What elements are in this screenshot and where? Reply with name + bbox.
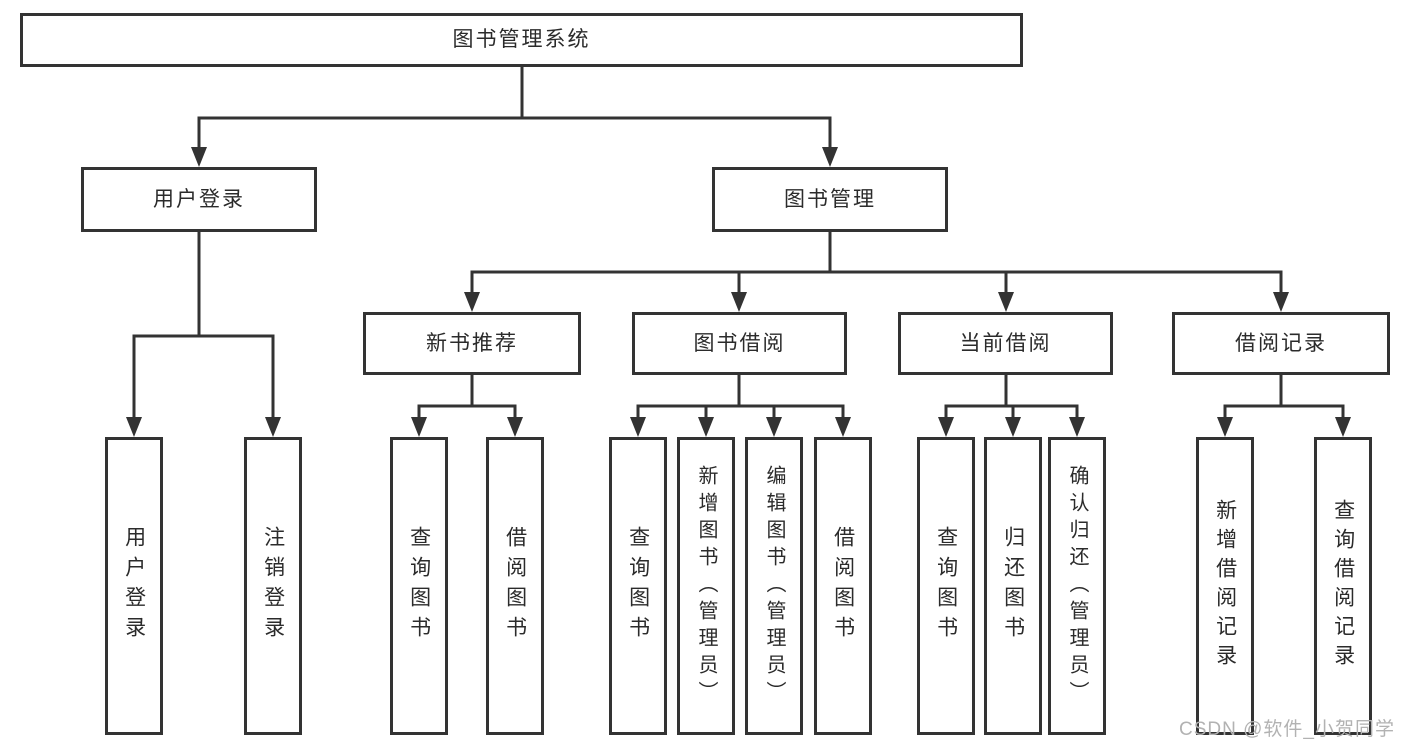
node-root-system: 图书管理系统 bbox=[20, 13, 1023, 67]
node-current-borrow: 当前借阅 bbox=[898, 312, 1113, 375]
connector-root-to-level2 bbox=[191, 67, 838, 167]
node-book-management: 图书管理 bbox=[712, 167, 948, 232]
node-leaf-newbook-query-book: 查询图书 bbox=[390, 437, 448, 735]
connector-borrow-records-to-leaves bbox=[1217, 374, 1351, 437]
connector-book-management-to-level3 bbox=[464, 231, 1289, 312]
node-leaf-logout: 注销登录 bbox=[244, 437, 302, 735]
csdn-watermark: CSDN @软件_小贺同学 bbox=[1179, 719, 1395, 740]
node-leaf-newbook-borrow-book: 借阅图书 bbox=[486, 437, 544, 735]
node-user-login: 用户登录 bbox=[81, 167, 317, 232]
node-new-book-recommend: 新书推荐 bbox=[363, 312, 581, 375]
node-leaf-borrow-edit-book-admin: 编辑图书（管理员） bbox=[745, 437, 803, 735]
node-leaf-current-return-book: 归还图书 bbox=[984, 437, 1042, 735]
node-book-borrow: 图书借阅 bbox=[632, 312, 847, 375]
node-leaf-borrow-query-book: 查询图书 bbox=[609, 437, 667, 735]
node-leaf-current-confirm-return-admin: 确认归还（管理员） bbox=[1048, 437, 1106, 735]
connector-new-book-to-leaves bbox=[411, 374, 523, 437]
node-leaf-records-add-record: 新增借阅记录 bbox=[1196, 437, 1254, 735]
connector-user-login-to-leaves bbox=[126, 231, 281, 437]
node-leaf-current-query-book: 查询图书 bbox=[917, 437, 975, 735]
node-leaf-borrow-add-book-admin: 新增图书（管理员） bbox=[677, 437, 735, 735]
node-leaf-user-login: 用户登录 bbox=[105, 437, 163, 735]
node-leaf-borrow-borrow-book: 借阅图书 bbox=[814, 437, 872, 735]
node-borrow-records: 借阅记录 bbox=[1172, 312, 1390, 375]
node-leaf-records-query-record: 查询借阅记录 bbox=[1314, 437, 1372, 735]
connector-book-borrow-to-leaves bbox=[630, 374, 851, 437]
connector-current-borrow-to-leaves bbox=[938, 374, 1085, 437]
